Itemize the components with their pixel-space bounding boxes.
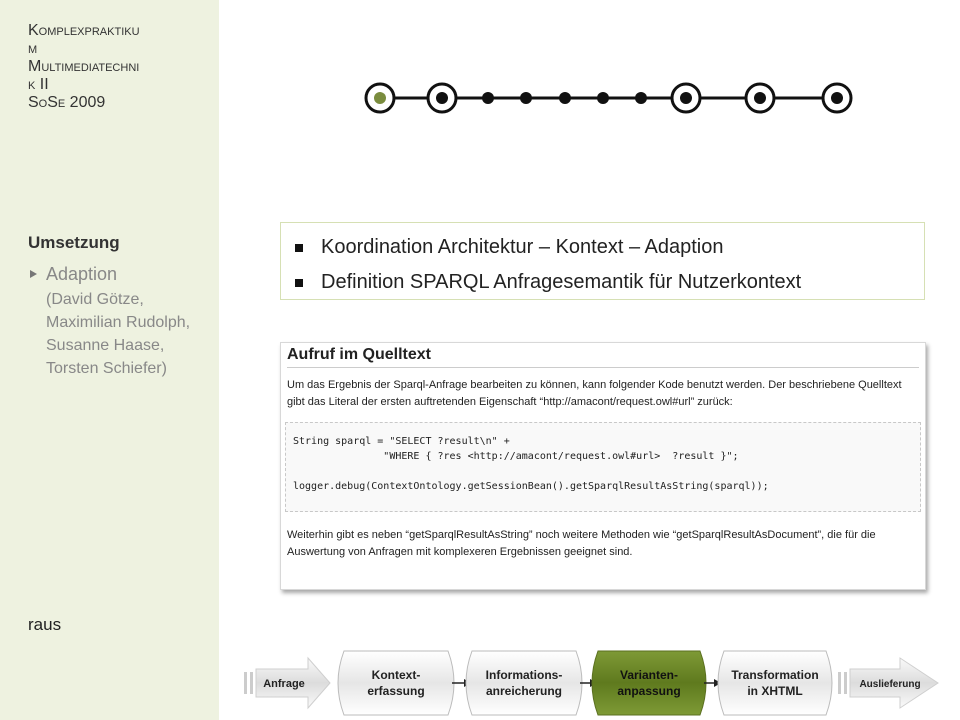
flow-step-line1: Kontext-: [372, 668, 421, 682]
doc-paragraph: Um das Ergebnis der Sparql-Anfrage bearb…: [287, 379, 902, 408]
flow-step: Transformation in XHTML: [717, 650, 833, 716]
doc-screenshot: Aufruf im Quelltext Um das Ergebnis der …: [280, 342, 926, 590]
doc-heading: Aufruf im Quelltext: [287, 346, 432, 363]
bullet-square-icon: [295, 278, 303, 287]
flow-step: Informations- anreicherung: [465, 650, 583, 716]
flow-step: Kontext- erfassung: [337, 650, 455, 716]
doc-divider: [287, 367, 919, 368]
nav-item-authors: (David Götze, Maximilian Rudolph, Susann…: [46, 291, 191, 377]
course-title-line: Komplexpraktiku: [28, 22, 140, 39]
timeline-node-dot: [831, 92, 843, 104]
timeline-node-dot: [436, 92, 448, 104]
course-title-line: Multimediatechni: [28, 58, 140, 75]
doc-paragraph: Weiterhin gibt es neben “getSparqlResult…: [287, 529, 876, 558]
timeline-dot[interactable]: [559, 92, 571, 104]
triangle-right-icon: [30, 270, 37, 278]
timeline-dot[interactable]: [482, 92, 494, 104]
sidebar: Komplexpraktiku m Multimediatechni k II …: [0, 0, 219, 720]
flow-step-line1: Varianten-: [620, 668, 678, 682]
bullet-text: Definition SPARQL Anfragesemantik für Nu…: [321, 271, 802, 293]
course-title-line: SoSe 2009: [28, 94, 106, 111]
bullet-text: Koordination Architektur – Kontext – Ada…: [321, 236, 724, 258]
flow-step-line1: Informations-: [486, 668, 563, 682]
progress-timeline: [360, 76, 860, 124]
timeline-node-dot: [754, 92, 766, 104]
bullet-list: Koordination Architektur – Kontext – Ada…: [280, 222, 925, 300]
flow-start-arrow: Anfrage: [244, 656, 331, 710]
section-heading: Umsetzung: [28, 233, 120, 252]
nav-item-title: Adaption: [46, 264, 118, 284]
exit-link[interactable]: raus: [28, 615, 62, 634]
flow-start-label: Anfrage: [263, 678, 305, 690]
bullet-square-icon: [295, 243, 303, 252]
flow-step-line2: in XHTML: [747, 684, 802, 698]
flow-step-line2: erfassung: [367, 684, 424, 698]
flow-step-line2: anpassung: [617, 684, 680, 698]
timeline-node-dot: [374, 92, 386, 104]
course-title-line: k II: [28, 76, 49, 93]
timeline-node-dot: [680, 92, 692, 104]
course-title-line: m: [28, 40, 38, 57]
flow-end-arrow: Auslieferung: [838, 657, 939, 709]
course-title: Komplexpraktiku m Multimediatechni k II …: [28, 22, 208, 112]
bullet-item: Definition SPARQL Anfragesemantik für Nu…: [291, 265, 924, 300]
timeline-dot[interactable]: [597, 92, 609, 104]
flow-step-active: Varianten- anpassung: [591, 650, 707, 716]
flow-end-label: Auslieferung: [859, 679, 920, 690]
process-flow: Anfrage Kontext- erfassung Informations-…: [240, 625, 950, 720]
code-block: String sparql = "SELECT ?result\n" + "WH…: [285, 422, 921, 512]
timeline-dot[interactable]: [635, 92, 647, 104]
timeline-dot[interactable]: [520, 92, 532, 104]
flow-step-line2: anreicherung: [486, 684, 562, 698]
flow-step-line1: Transformation: [731, 668, 818, 682]
bullet-item: Koordination Architektur – Kontext – Ada…: [291, 230, 924, 265]
